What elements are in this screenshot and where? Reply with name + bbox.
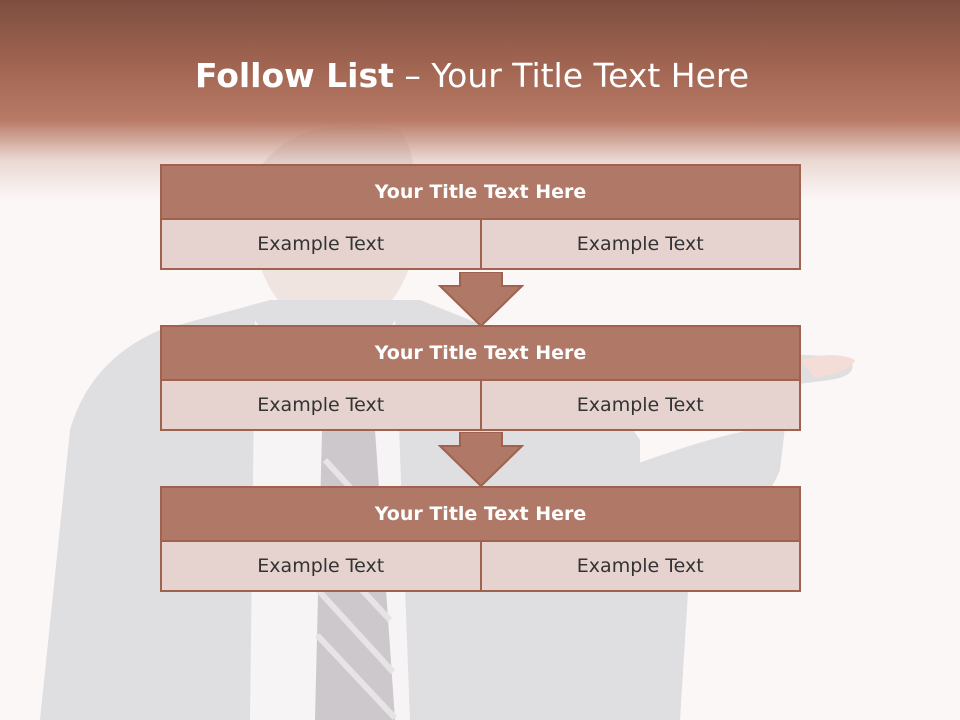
follow-block-2: Your Title Text Here Example Text Exampl… bbox=[160, 325, 801, 431]
block-cell-left[interactable]: Example Text bbox=[160, 220, 482, 270]
block-title[interactable]: Your Title Text Here bbox=[160, 164, 801, 220]
block-cell-right[interactable]: Example Text bbox=[481, 220, 801, 270]
follow-block-3: Your Title Text Here Example Text Exampl… bbox=[160, 486, 801, 592]
block-cell-right[interactable]: Example Text bbox=[481, 381, 801, 431]
down-arrow-icon bbox=[438, 432, 524, 488]
block-title[interactable]: Your Title Text Here bbox=[160, 325, 801, 381]
down-arrow-icon bbox=[438, 272, 524, 328]
block-cell-left[interactable]: Example Text bbox=[160, 542, 482, 592]
slide-title-rest: – Your Title Text Here bbox=[393, 56, 750, 95]
block-cell-left[interactable]: Example Text bbox=[160, 381, 482, 431]
slide-title: Follow List – Your Title Text Here bbox=[0, 56, 944, 96]
block-row: Example Text Example Text bbox=[160, 381, 801, 431]
block-row: Example Text Example Text bbox=[160, 220, 801, 270]
block-cell-right[interactable]: Example Text bbox=[481, 542, 801, 592]
block-title[interactable]: Your Title Text Here bbox=[160, 486, 801, 542]
follow-block-1: Your Title Text Here Example Text Exampl… bbox=[160, 164, 801, 270]
slide-title-bold: Follow List bbox=[194, 56, 394, 95]
block-row: Example Text Example Text bbox=[160, 542, 801, 592]
